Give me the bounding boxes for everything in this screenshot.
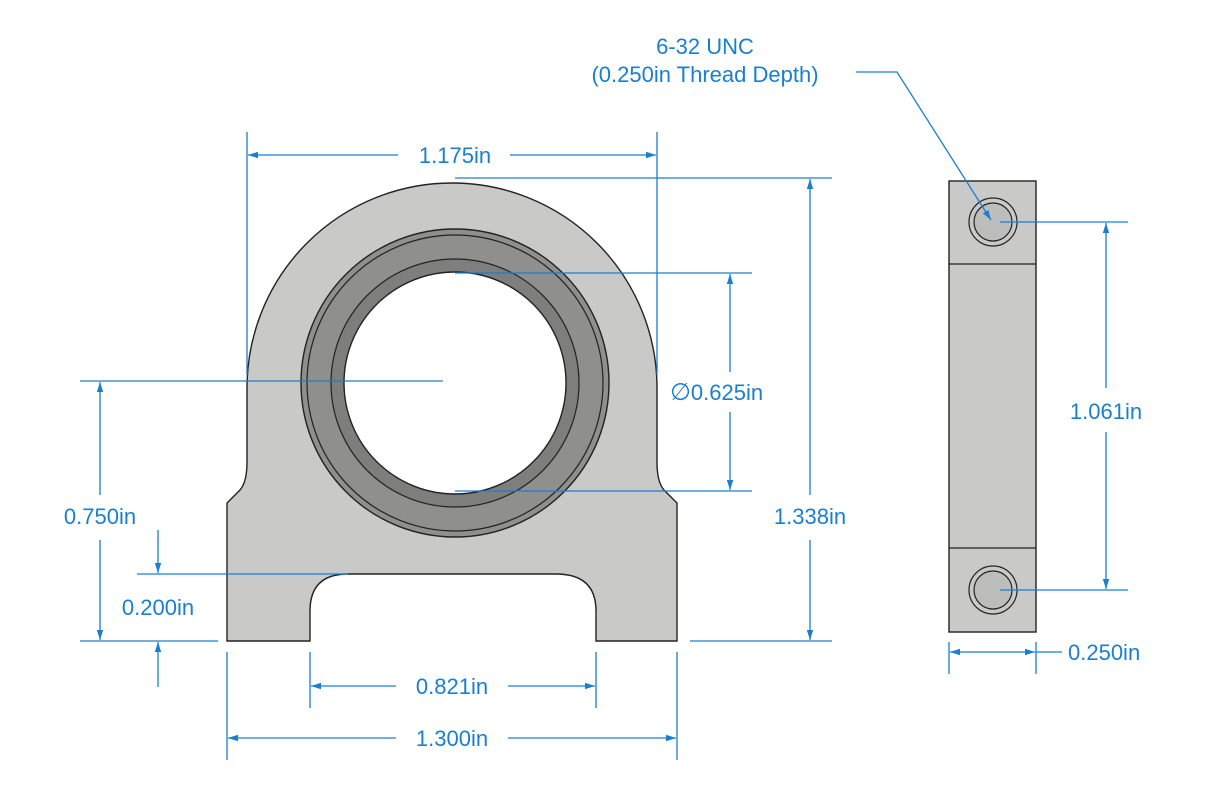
dim-bore-diameter: ∅0.625in [455,272,763,492]
dim-label-center-height: 0.750in [64,504,136,529]
dim-label-width-top: 1.175in [419,143,491,168]
dim-label-slot-width: 0.821in [416,674,488,699]
dim-label-base-width: 1.300in [416,726,488,751]
dim-slot-width: 0.821in [309,652,597,708]
diameter-symbol: ∅ [670,379,691,406]
front-view [226,182,678,642]
dim-slot-height: 0.200in [122,530,348,687]
side-view-body [948,180,1037,633]
bearing-outer-groove [306,234,604,532]
dim-base-width: 1.300in [226,652,678,760]
dim-label-thickness: 0.250in [1068,640,1140,665]
dim-hole-spacing: 1.061in [1000,221,1142,591]
dim-center-height: 0.750in [64,380,443,642]
callout-thread-size: 6-32 UNC [656,34,754,59]
dim-overall-height: 1.338in [455,177,846,642]
dim-hole-callout: 6-32 UNC (0.250in Thread Depth) [591,34,992,221]
bore-diameter-value: 0.625in [691,380,763,405]
dim-label-hole-spacing: 1.061in [1070,399,1142,424]
dim-label-bore-diameter: ∅0.625in [670,379,763,406]
dim-label-slot-height: 0.200in [122,595,194,620]
threaded-hole-top [968,197,1018,247]
side-view [948,180,1037,633]
bearing-bore [343,271,567,495]
dim-thickness: 0.250in [948,640,1140,674]
dim-width-top: 1.175in [246,132,658,375]
dim-label-overall-height: 1.338in [774,504,846,529]
callout-thread-depth: (0.250in Thread Depth) [591,62,818,87]
